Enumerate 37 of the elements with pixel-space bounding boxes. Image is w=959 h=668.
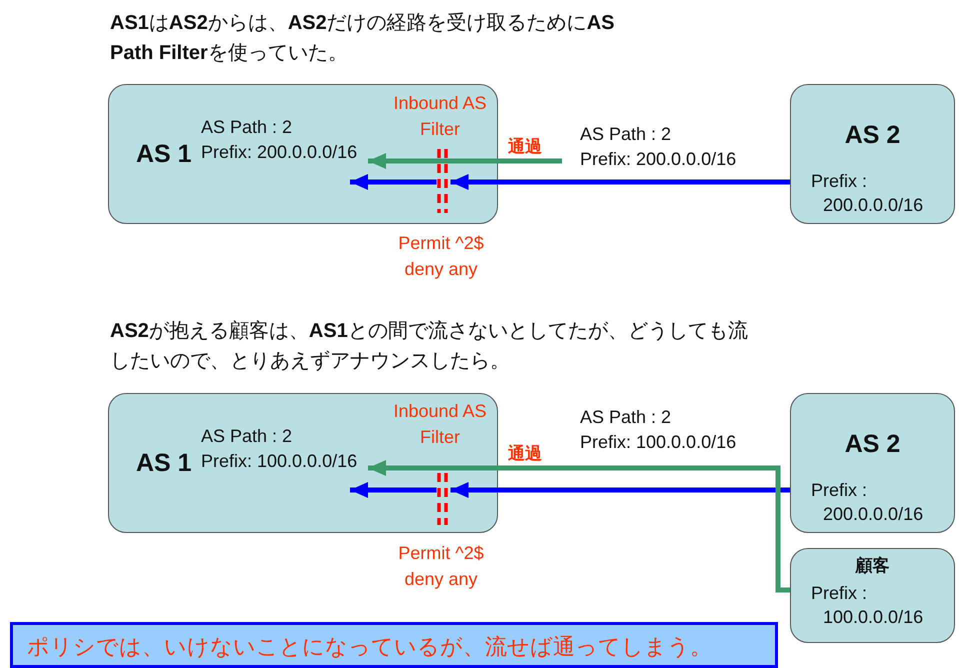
customer-name: 顧客 xyxy=(854,555,890,577)
as-name: AS 2 xyxy=(844,430,902,459)
heading-text: AS1はAS2からは、AS2だけの経路を受け取るためにAS Path Filterを使っていた。 xyxy=(110,11,616,66)
filter-rule: Permit ^2$ deny any xyxy=(397,232,485,281)
heading-text: AS2が抱える顧客は、AS1との間で流さないとしてたが、どうしても流したいので、とりあえずアナウンスしたら。 xyxy=(110,319,749,374)
note-box xyxy=(10,622,778,668)
filter-label: Inbound AS Filter xyxy=(392,400,488,449)
route-text: AS Path : 2 xyxy=(201,426,292,447)
route-text: Prefix: 100.0.0.0/16 xyxy=(580,432,736,453)
arrow xyxy=(350,174,436,190)
filter-line xyxy=(436,473,450,525)
as-box xyxy=(108,84,498,224)
route-text: AS Path : 2 xyxy=(201,117,292,138)
prefix-text: Prefix : 100.0.0.0/16 xyxy=(811,582,924,629)
note-text: ポリシでは、いけないことになっているが、流せば通ってしまう。 xyxy=(27,633,712,661)
filter-label: Inbound AS Filter xyxy=(392,92,488,141)
route-text: AS Path : 2 xyxy=(580,124,672,145)
arrow xyxy=(450,174,790,190)
prefix-text: Prefix : 200.0.0.0/16 xyxy=(811,479,924,526)
filter-line xyxy=(436,149,450,213)
as-name: AS 2 xyxy=(844,121,902,150)
as-box xyxy=(108,393,498,533)
arrow xyxy=(450,482,790,498)
as-box xyxy=(790,548,955,643)
as-name: AS 1 xyxy=(136,449,192,478)
as-box xyxy=(790,393,955,533)
route-text: Prefix: 200.0.0.0/16 xyxy=(201,142,358,163)
filter-rule: Permit ^2$ deny any xyxy=(397,542,485,591)
arrow xyxy=(368,153,562,169)
arrow xyxy=(368,460,790,592)
route-text: Prefix: 200.0.0.0/16 xyxy=(580,149,736,170)
arrow xyxy=(350,482,436,498)
route-text: Prefix: 100.0.0.0/16 xyxy=(201,451,358,472)
as-name: AS 1 xyxy=(136,140,192,169)
as-box xyxy=(790,84,955,224)
route-text: AS Path : 2 xyxy=(580,407,672,428)
prefix-text: Prefix : 200.0.0.0/16 xyxy=(811,170,924,217)
